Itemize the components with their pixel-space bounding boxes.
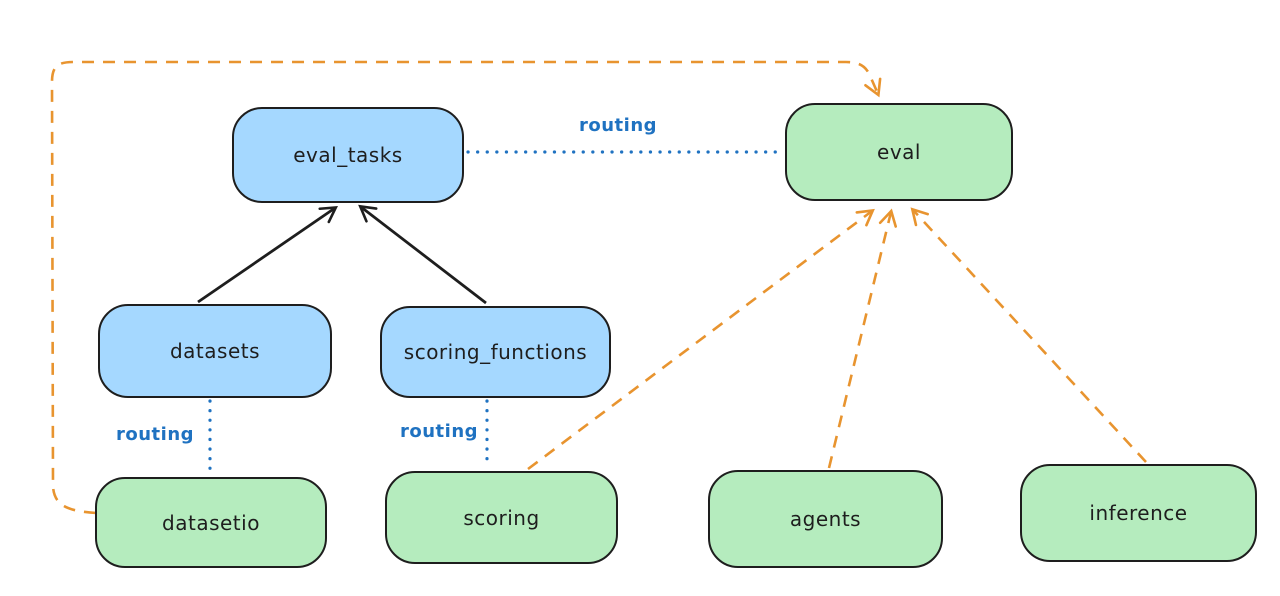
node-datasetio: datasetio: [95, 477, 327, 568]
node-scoring-functions: scoring_functions: [380, 306, 611, 398]
node-datasetio-label: datasetio: [162, 510, 260, 535]
node-scoring: scoring: [385, 471, 618, 564]
node-eval-tasks-label: eval_tasks: [293, 143, 403, 167]
node-agents: agents: [708, 470, 943, 568]
edge-inference-to-eval: [910, 207, 1147, 463]
node-inference: inference: [1020, 464, 1257, 562]
node-eval-label: eval: [877, 140, 921, 164]
edge-scoring-to-eval: [527, 208, 875, 471]
edge-datasetio-to-eval: [50, 60, 882, 515]
node-eval: eval: [785, 103, 1013, 201]
node-eval-tasks: eval_tasks: [232, 107, 464, 203]
node-scoring-functions-label: scoring_functions: [403, 340, 588, 364]
node-scoring-label: scoring: [463, 505, 540, 530]
routing-label-eval-tasks-eval: routing: [578, 115, 658, 136]
routing-label-scoring-functions-scoring: routing: [399, 421, 479, 442]
routing-label-datasets-datasetio: routing: [115, 424, 195, 445]
edge-agents-to-eval: [827, 208, 898, 469]
node-datasets: datasets: [98, 304, 332, 398]
node-agents-label: agents: [789, 507, 862, 531]
node-datasets-label: datasets: [169, 339, 261, 363]
edge-datasets-to-eval-tasks: [197, 205, 338, 304]
edge-scoring-functions-to-eval-tasks: [358, 204, 487, 305]
node-inference-label: inference: [1089, 501, 1188, 525]
